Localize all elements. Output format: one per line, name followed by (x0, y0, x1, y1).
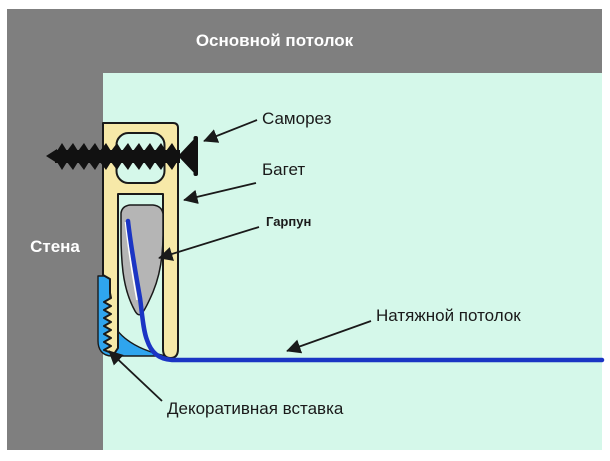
stretch-ceiling-arrow (286, 320, 372, 354)
screw-thread-bottom (57, 162, 177, 170)
harpoon-callout-label: Гарпун (266, 214, 312, 229)
screw-thread-top (57, 143, 177, 151)
harpoon-arrow (158, 226, 260, 261)
screw-arrow (203, 119, 258, 143)
decorative-insert-arrow (108, 350, 163, 402)
screw-shaft (55, 150, 180, 163)
baguette-arrow (183, 182, 257, 204)
wall-slab (7, 9, 103, 450)
stretch-ceiling-callout-label: Натяжной потолок (376, 306, 521, 325)
membrane-fold-highlight (124, 221, 138, 301)
screw-tip (46, 149, 57, 163)
main-ceiling-label: Основной потолок (195, 31, 354, 50)
screw-head-cap (193, 136, 198, 176)
baguette-callout-label: Багет (262, 160, 306, 179)
screw-callout-label: Саморез (262, 109, 332, 128)
decorative-insert-callout-label: Декоративная вставка (167, 399, 344, 418)
wall-label: Стена (30, 237, 80, 256)
screw-head-cone (178, 137, 196, 175)
main-ceiling-slab (7, 9, 602, 73)
stretch-ceiling-membrane (125, 218, 605, 363)
room-background (103, 73, 602, 450)
screw-shape (46, 136, 198, 176)
